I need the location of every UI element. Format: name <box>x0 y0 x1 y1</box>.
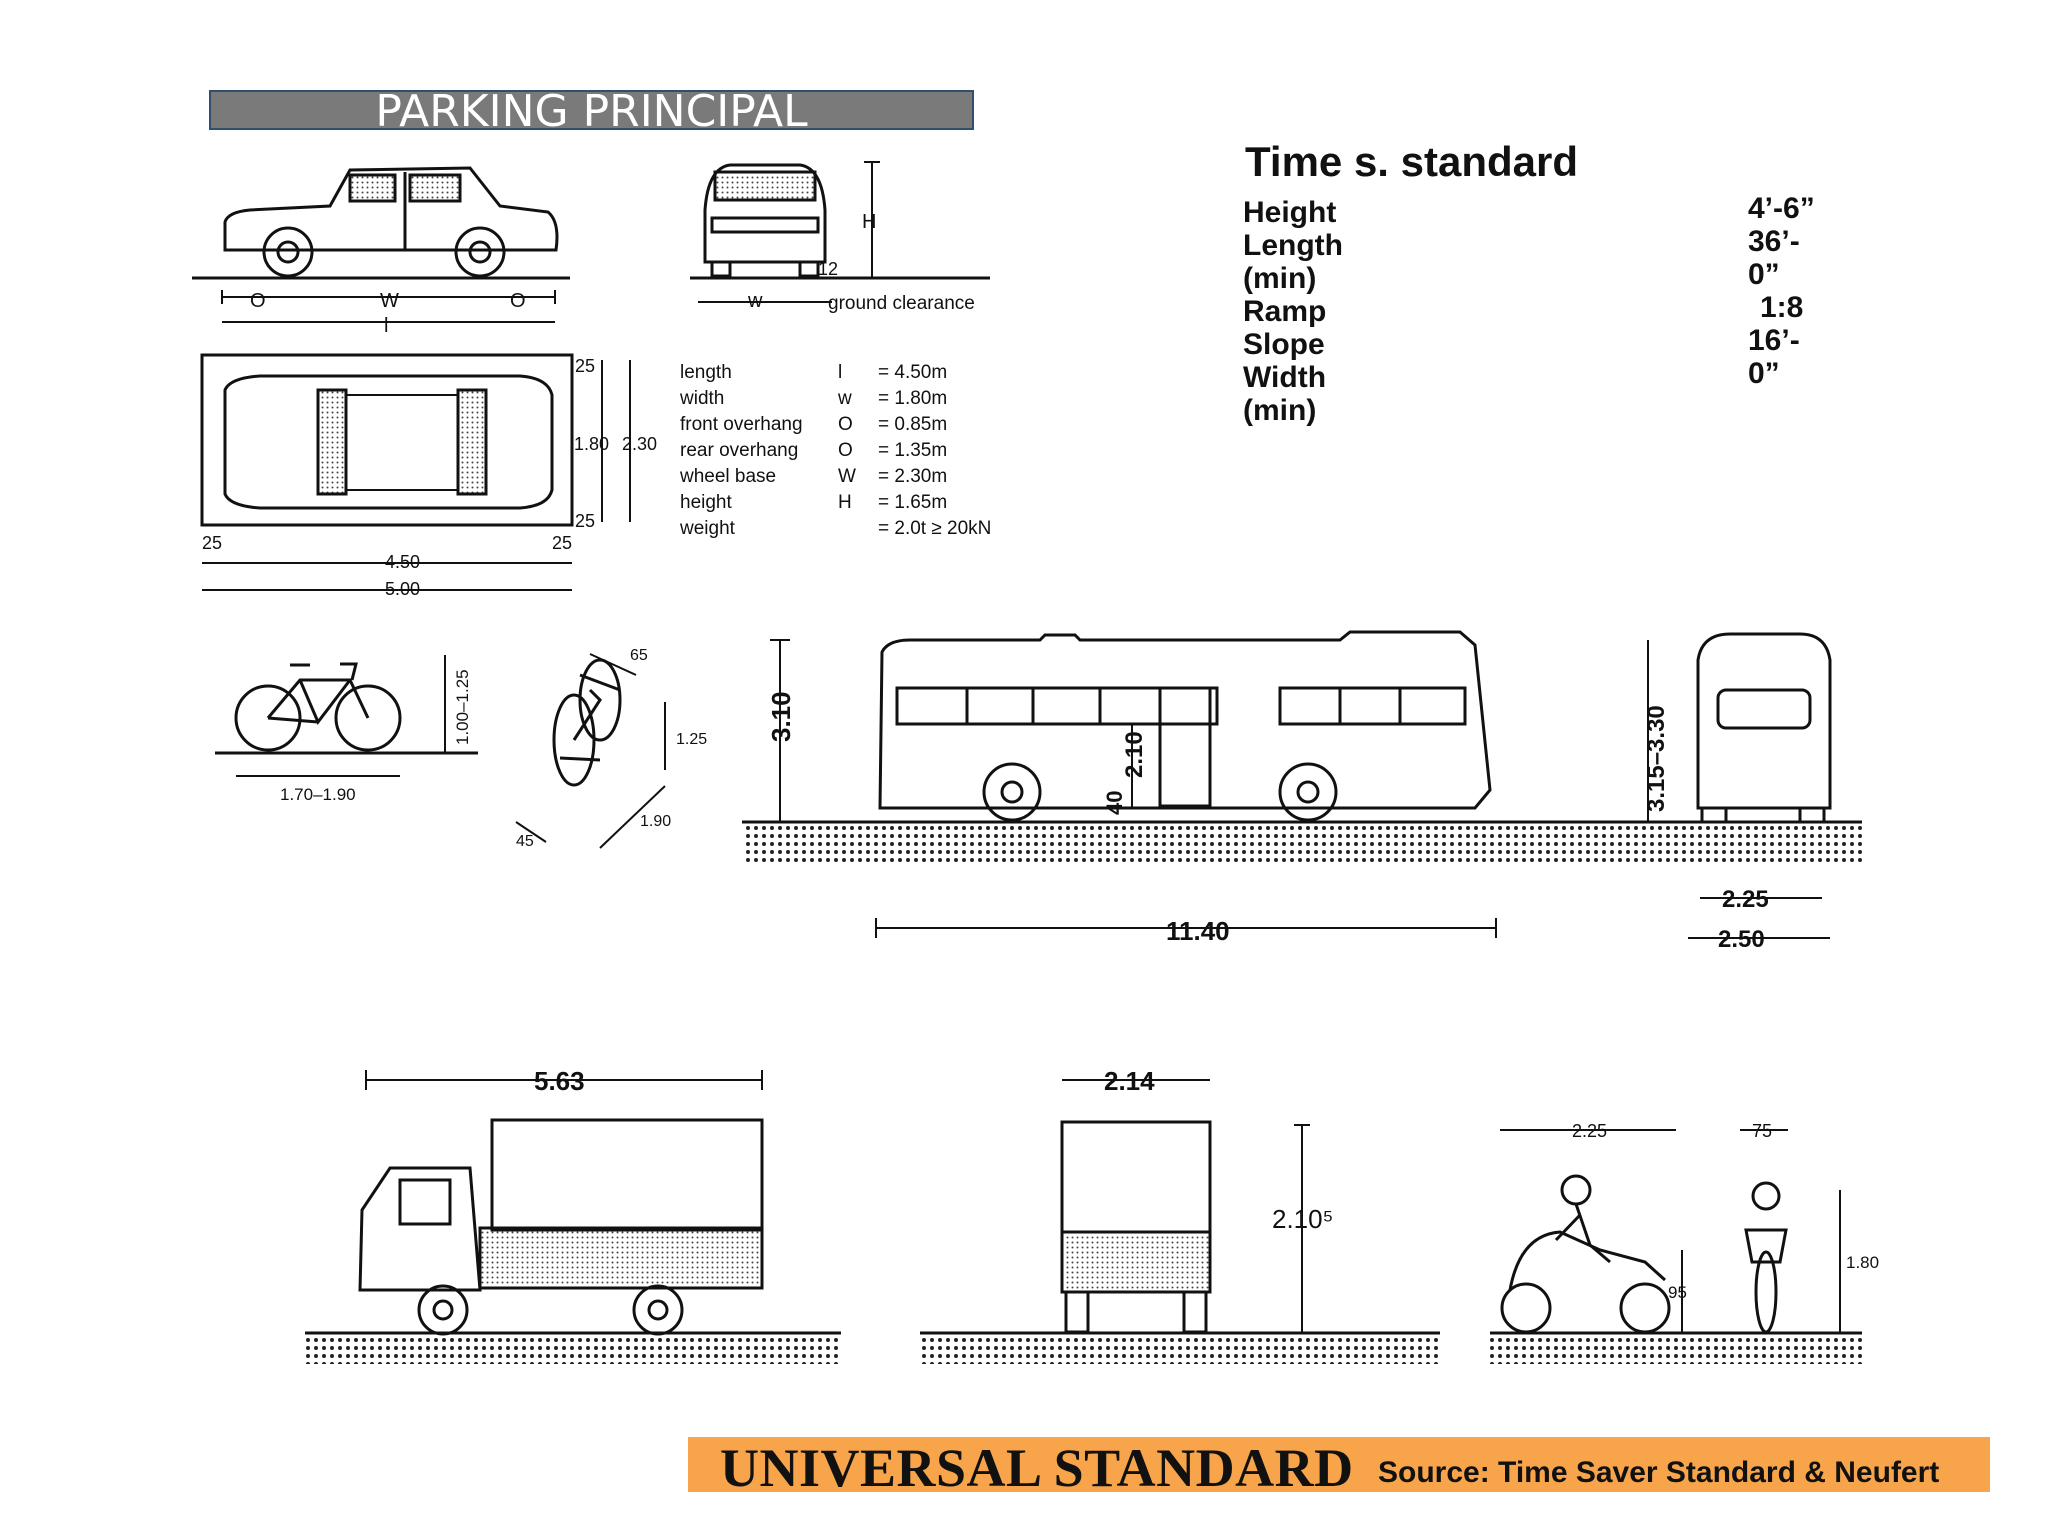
spec-name: weight <box>679 518 736 539</box>
spec-name: length <box>680 362 732 383</box>
footer-bar <box>688 1437 1990 1492</box>
ts-label: Width <box>1243 361 1327 394</box>
truck-height: 2.10⁵ <box>1272 1204 1333 1234</box>
plan-left-margin: 25 <box>202 533 222 553</box>
plan-total: 5.00 <box>385 579 420 599</box>
spec-name: width <box>679 388 724 409</box>
spec-value: = 2.0t ≥ 20kN <box>878 518 991 539</box>
motorcycle-seat: 95 <box>1668 1283 1687 1302</box>
car-length-label: l <box>384 315 388 337</box>
ts-label: Length <box>1243 229 1343 262</box>
bus-rear-height: 3.15–3.30 <box>1643 705 1670 812</box>
spec-symbol: H <box>838 492 852 513</box>
bus-side-view <box>742 630 1862 938</box>
bus-rear-width-inner: 2.25 <box>1722 886 1769 913</box>
car-rear-overhang-label: O <box>510 290 526 312</box>
car-front-overhang-label: O <box>250 290 266 312</box>
bicycle-angled-length: 1.90 <box>640 813 671 830</box>
bus-rear-view <box>1647 632 1832 939</box>
spec-value: = 1.35m <box>878 440 947 461</box>
bicycle-angled-base: 45 <box>516 833 534 850</box>
ts-value: 16’- <box>1748 324 1800 357</box>
footer-source: Source: Time Saver Standard & Neufert <box>1378 1456 1940 1489</box>
bicycle-angled-height: 1.25 <box>676 731 707 748</box>
motorcycle-views <box>1490 1129 1862 1364</box>
plan-inner-width: 1.80 <box>574 434 609 454</box>
time-saver-values: 4’-6” 36’- 0” 1:8 16’- 0” <box>1748 192 1815 390</box>
ground-clearance-label: ground clearance <box>828 293 975 314</box>
spec-name: wheel base <box>679 466 776 487</box>
bus-length: 11.40 <box>1166 916 1230 946</box>
page-title: PARKING PRINCIPAL <box>209 90 974 134</box>
ts-label: (min) <box>1243 394 1317 427</box>
bicycle-angled-top: 65 <box>630 647 648 664</box>
car-height-label: H <box>862 211 876 233</box>
plan-outer-width: 2.30 <box>622 434 657 454</box>
plan-length: 4.50 <box>385 552 420 572</box>
truck-rear-view <box>920 1079 1440 1364</box>
spec-symbol: w <box>837 388 852 409</box>
spec-symbol: O <box>838 414 853 435</box>
spec-name: rear overhang <box>680 440 798 461</box>
spec-symbol: O <box>838 440 853 461</box>
spec-name: height <box>680 492 732 513</box>
car-spec-table: length l = 4.50m width w = 1.80m front o… <box>679 362 991 539</box>
bicycle-length: 1.70–1.90 <box>280 785 356 804</box>
ts-value: 36’- <box>1748 225 1800 258</box>
ts-value: 1:8 <box>1760 291 1804 324</box>
motorcycle-length: 2.25 <box>1572 1121 1607 1141</box>
time-saver-heading: Time s. standard <box>1245 138 1579 185</box>
ts-label: Slope <box>1243 328 1325 361</box>
car-plan-view <box>200 353 631 591</box>
motorcycle-height: 1.80 <box>1846 1253 1879 1272</box>
bus-height: 3.10 <box>766 691 796 742</box>
plan-margin-top: 25 <box>575 356 595 376</box>
truck-side-view <box>305 1070 841 1364</box>
spec-symbol: W <box>838 466 856 487</box>
car-clearance-value: 12 <box>818 259 838 279</box>
spec-value: = 1.65m <box>878 492 947 513</box>
ts-value: 0” <box>1748 357 1780 390</box>
spec-value: = 4.50m <box>878 362 947 383</box>
spec-symbol: l <box>838 362 842 383</box>
bicycle-angled-view <box>515 653 666 849</box>
car-front-view <box>690 161 990 303</box>
spec-value: = 1.80m <box>878 388 947 409</box>
ts-label: Ramp <box>1243 295 1327 328</box>
ts-value: 0” <box>1748 258 1780 291</box>
ts-label: Height <box>1243 196 1337 229</box>
bicycle-height: 1.00–1.25 <box>453 669 472 745</box>
car-wheelbase-label: W <box>380 290 399 312</box>
ts-label: (min) <box>1243 262 1317 295</box>
car-side-view <box>192 166 570 323</box>
spec-value: = 2.30m <box>878 466 947 487</box>
bus-door-height: 2.10 <box>1121 731 1148 778</box>
spec-value: = 0.85m <box>878 414 947 435</box>
bus-rear-width-outer: 2.50 <box>1718 926 1765 953</box>
truck-length: 5.63 <box>534 1066 585 1096</box>
bicycle-side-view <box>215 655 478 777</box>
car-width-label: w <box>747 290 763 312</box>
footer-title: UNIVERSAL STANDARD <box>720 1438 1354 1498</box>
spec-name: front overhang <box>680 414 803 435</box>
motorcycle-width: 75 <box>1752 1121 1772 1141</box>
bus-step: 40 <box>1102 791 1127 815</box>
time-saver-labels: Height Length (min) Ramp Slope Width (mi… <box>1243 196 1343 427</box>
plan-right-margin: 25 <box>552 533 572 553</box>
truck-width: 2.14 <box>1104 1066 1155 1096</box>
plan-margin-bottom: 25 <box>575 511 595 531</box>
ts-value: 4’-6” <box>1748 192 1815 225</box>
